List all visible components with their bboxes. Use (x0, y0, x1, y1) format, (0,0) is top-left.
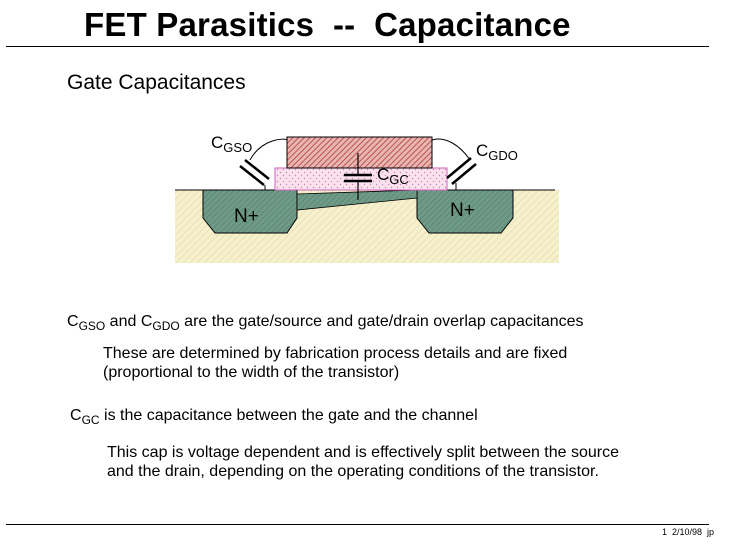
cgso-label: C (211, 133, 223, 152)
cgc-label: C (377, 165, 389, 184)
section-heading: Gate Capacitances (67, 71, 246, 94)
slide-title: FET Parasitics -- Capacitance (84, 6, 571, 43)
overlap-cap-statement: CGSO and CGDO are the gate/source and ga… (67, 313, 584, 333)
cgdo-label: C (476, 141, 488, 160)
cgdo-plate-2 (446, 157, 472, 179)
svg-text:CGC: CGC (377, 165, 409, 187)
title-divider (6, 46, 709, 47)
drain-n-plus-label: N+ (450, 200, 475, 221)
channel-cap-statement: CGC is the capacitance between the gate … (70, 407, 478, 427)
overlap-cap-detail: These are determined by fabrication proc… (103, 345, 568, 381)
gate (286, 136, 433, 169)
cgdo-plate-1 (451, 163, 477, 185)
cgdo-arc (431, 138, 471, 161)
gate-oxide (274, 167, 448, 191)
footer-slide-info: 1 2/10/98 jp (661, 527, 714, 537)
footer-divider (6, 524, 709, 525)
svg-text:CGDO: CGDO (476, 141, 518, 163)
channel-region (296, 189, 418, 211)
cgso-plate-2 (244, 159, 270, 180)
cgso-plate-1 (239, 165, 265, 186)
svg-text:CGSO: CGSO (211, 133, 252, 155)
drain-diffusion (416, 189, 514, 234)
cgso-arc (249, 138, 288, 161)
channel-cap-detail: This cap is voltage dependent and is eff… (107, 444, 620, 480)
source-n-plus-label: N+ (234, 206, 259, 227)
